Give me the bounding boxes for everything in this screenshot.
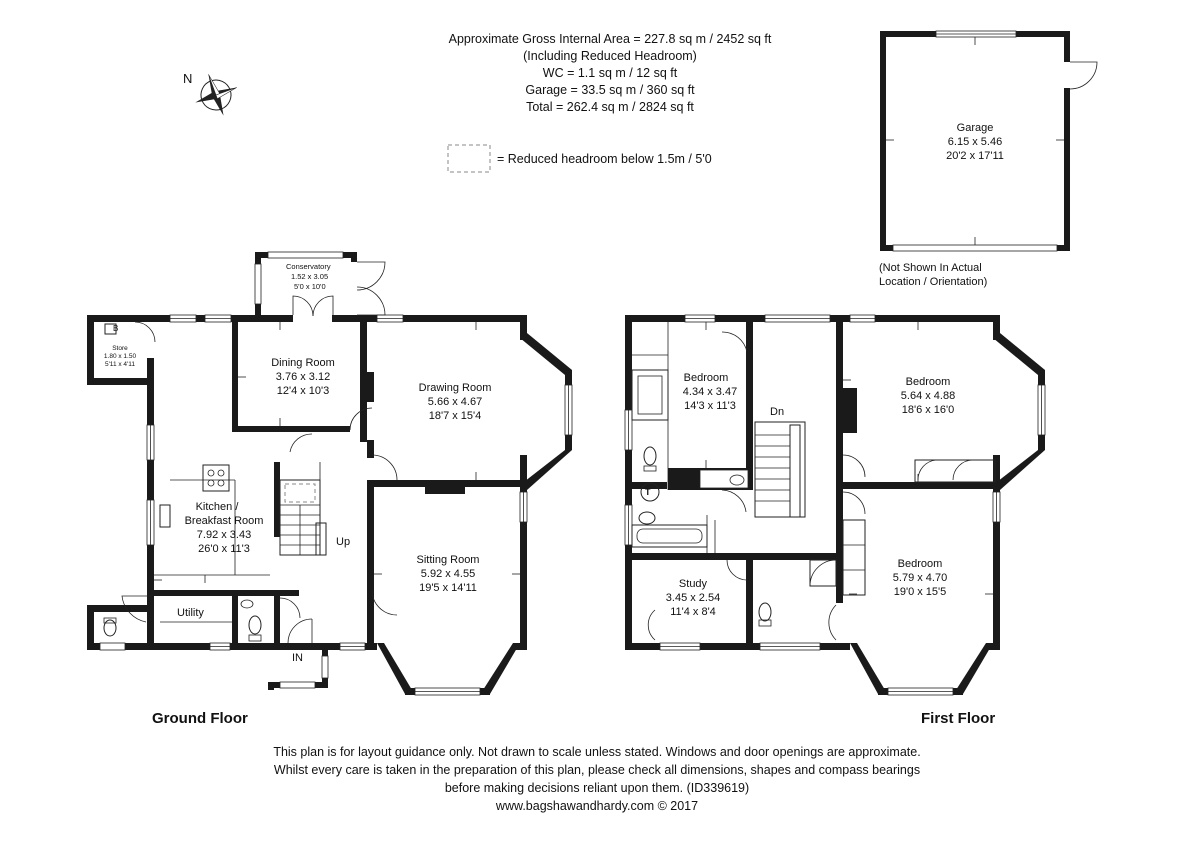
kitchen-metric: 7.92 x 3.43: [197, 529, 251, 541]
area-line-total: Total = 262.4 sq m / 2824 sq ft: [526, 100, 694, 114]
bedroom1-metric: 4.34 x 3.47: [683, 386, 737, 398]
garage-plan: [880, 30, 1098, 252]
store-imperial: 5'11 x 4'11: [105, 361, 135, 368]
ground-floor-title: Ground Floor: [152, 710, 248, 727]
kitchen-name-line2: Breakfast Room: [185, 515, 264, 527]
headroom-swatch: [447, 144, 491, 173]
sitting-room-imperial: 19'5 x 14'11: [419, 582, 477, 594]
boiler-label: B: [113, 324, 118, 333]
garage-name: Garage: [957, 122, 994, 134]
dining-room-name: Dining Room: [271, 357, 335, 369]
drawing-room-imperial: 18'7 x 15'4: [429, 410, 482, 422]
stairs-up-label: Up: [336, 536, 350, 548]
garage-metric: 6.15 x 5.46: [948, 136, 1002, 148]
bedroom2-metric: 5.64 x 4.88: [901, 390, 955, 402]
first-floor-plan: [624, 314, 1046, 696]
area-line-garage: Garage = 33.5 sq m / 360 sq ft: [525, 83, 695, 97]
kitchen-imperial: 26'0 x 11'3: [198, 543, 250, 555]
disclaimer-line3: before making decisions reliant upon the…: [445, 781, 749, 795]
conservatory-imperial: 5'0 x 10'0: [294, 282, 326, 291]
store-name: Store: [112, 345, 128, 352]
entrance-in-label: IN: [292, 652, 303, 664]
area-line-headroom: (Including Reduced Headroom): [523, 49, 697, 63]
sitting-room-metric: 5.92 x 4.55: [421, 568, 475, 580]
bedroom3-metric: 5.79 x 4.70: [893, 572, 947, 584]
conservatory-name: Conservatory: [286, 262, 331, 271]
bedroom2-name: Bedroom: [906, 376, 951, 388]
area-line-wc: WC = 1.1 sq m / 12 sq ft: [543, 66, 678, 80]
dining-room-metric: 3.76 x 3.12: [276, 371, 330, 383]
drawing-room-name: Drawing Room: [419, 382, 492, 394]
bedroom3-imperial: 19'0 x 15'5: [894, 586, 947, 598]
area-summary: Approximate Gross Internal Area = 227.8 …: [449, 32, 772, 114]
tank-label: T: [645, 487, 651, 497]
sitting-room-name: Sitting Room: [417, 554, 480, 566]
study-name: Study: [679, 578, 708, 590]
headroom-legend: = Reduced headroom below 1.5m / 5'0: [447, 144, 712, 173]
area-line-gross: Approximate Gross Internal Area = 227.8 …: [449, 32, 772, 46]
kitchen-name-line1: Kitchen /: [196, 501, 240, 513]
compass-icon: [195, 74, 237, 116]
utility-name: Utility: [177, 607, 204, 619]
compass-north-label: N: [183, 71, 192, 86]
drawing-room-metric: 5.66 x 4.67: [428, 396, 482, 408]
headroom-legend-text: = Reduced headroom below 1.5m / 5'0: [497, 152, 712, 166]
disclaimer-line1: This plan is for layout guidance only. N…: [273, 745, 920, 759]
ground-floor-plan: [87, 251, 573, 696]
first-floor-title: First Floor: [921, 710, 995, 727]
stairs-down-label: Dn: [770, 406, 784, 418]
store-metric: 1.80 x 1.50: [104, 353, 137, 360]
bedroom2-imperial: 18'6 x 16'0: [902, 404, 955, 416]
garage-note-line2: Location / Orientation): [879, 276, 987, 288]
website-link[interactable]: www.bagshawandhardy.com © 2017: [495, 799, 698, 813]
dining-room-imperial: 12'4 x 10'3: [277, 385, 330, 397]
bedroom1-imperial: 14'3 x 11'3: [684, 400, 736, 412]
bedroom1-name: Bedroom: [684, 372, 729, 384]
bedroom3-name: Bedroom: [898, 558, 943, 570]
conservatory-metric: 1.52 x 3.05: [291, 272, 328, 281]
study-metric: 3.45 x 2.54: [666, 592, 720, 604]
study-imperial: 11'4 x 8'4: [670, 606, 716, 618]
disclaimer: This plan is for layout guidance only. N…: [273, 745, 920, 813]
garage-note-line1: (Not Shown In Actual: [879, 262, 982, 274]
garage-imperial: 20'2 x 17'11: [946, 150, 1004, 162]
disclaimer-line2: Whilst every care is taken in the prepar…: [274, 763, 920, 777]
